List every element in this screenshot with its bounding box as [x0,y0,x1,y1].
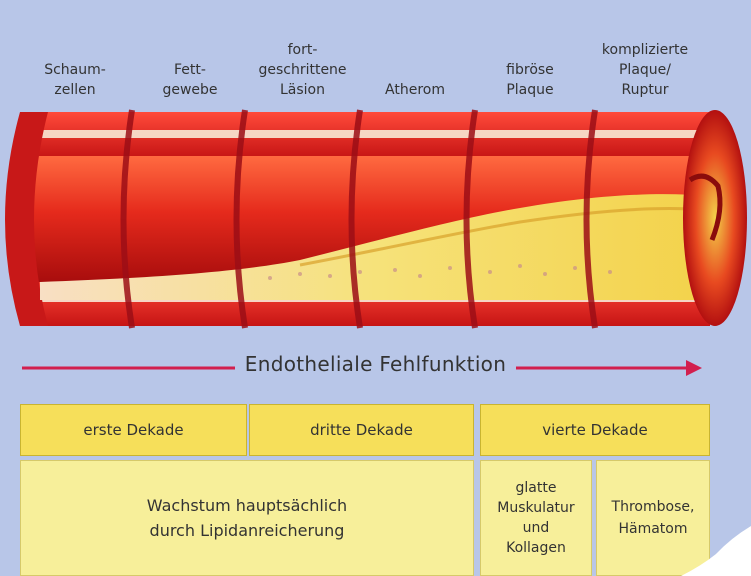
vessel-top-wall [20,112,710,158]
stage-label-advanced-lesion: fort- geschrittene Läsion [240,0,365,100]
artery-illustration [0,100,751,340]
stage-label-complicated-plaque: komplizierte Plaque/ Ruptur [580,0,710,100]
arrow-label: Endotheliale Fehlfunktion [235,352,516,376]
stage-label-fatty-streak: Fett- gewebe [135,0,245,100]
stage-label-foam-cells: Schaum- zellen [20,0,130,100]
decade-third: dritte Dekade [249,404,474,456]
stage-label-atheroma: Atherom [360,0,470,100]
stage-label-fibrous-plaque: fibröse Plaque [475,0,585,100]
growth-description: Wachstum hauptsächlich durch Lipidanreic… [20,460,474,576]
vessel-right-opening [683,110,747,326]
decade-first: erste Dekade [20,404,247,456]
muscle-collagen-description: glatte Muskulatur und Kollagen [480,460,592,576]
decade-fourth: vierte Dekade [480,404,710,456]
torn-corner [681,526,751,576]
